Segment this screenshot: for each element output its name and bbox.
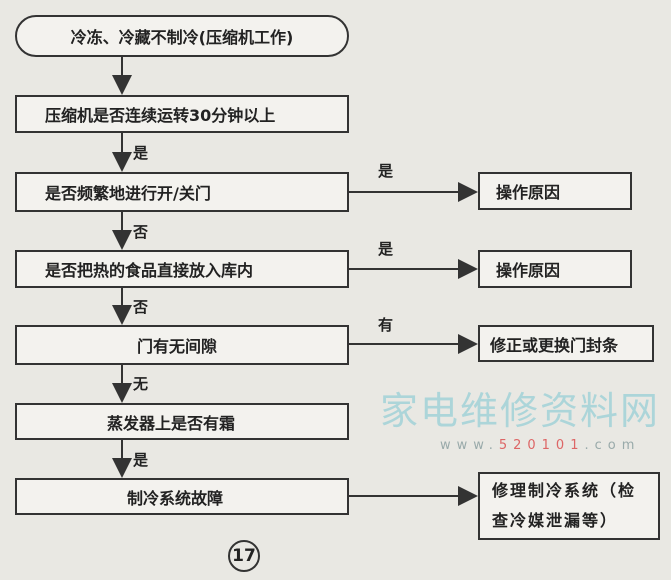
outcome-box: 修理制冷系统（检查冷媒泄漏等）: [478, 472, 660, 540]
side-label: 是: [378, 240, 394, 258]
outcome-box: 操作原因: [478, 172, 632, 210]
watermark-text: 家电维修资料网: [380, 389, 661, 433]
down-label: 是: [133, 451, 149, 469]
watermark-url: www.520101.com: [440, 438, 641, 453]
down-label: 是: [133, 144, 149, 162]
down-label: 否: [133, 298, 149, 316]
start-box: 冷冻、冷藏不制冷(压缩机工作): [15, 15, 349, 57]
side-label: 是: [378, 162, 394, 180]
figure-number: 17: [228, 540, 260, 572]
outcome-box: 修正或更换门封条: [478, 325, 654, 362]
step-box: 制冷系统故障: [15, 478, 349, 515]
step-box: 是否把热的食品直接放入库内: [15, 250, 349, 288]
side-label: 有: [378, 316, 394, 334]
down-label: 否: [133, 223, 149, 241]
down-label: 无: [133, 375, 149, 393]
step-box: 蒸发器上是否有霜: [15, 403, 349, 440]
step-box: 是否频繁地进行开/关门: [15, 172, 349, 212]
step-box: 压缩机是否连续运转30分钟以上: [15, 95, 349, 133]
step-box: 门有无间隙: [15, 325, 349, 365]
outcome-box: 操作原因: [478, 250, 632, 288]
